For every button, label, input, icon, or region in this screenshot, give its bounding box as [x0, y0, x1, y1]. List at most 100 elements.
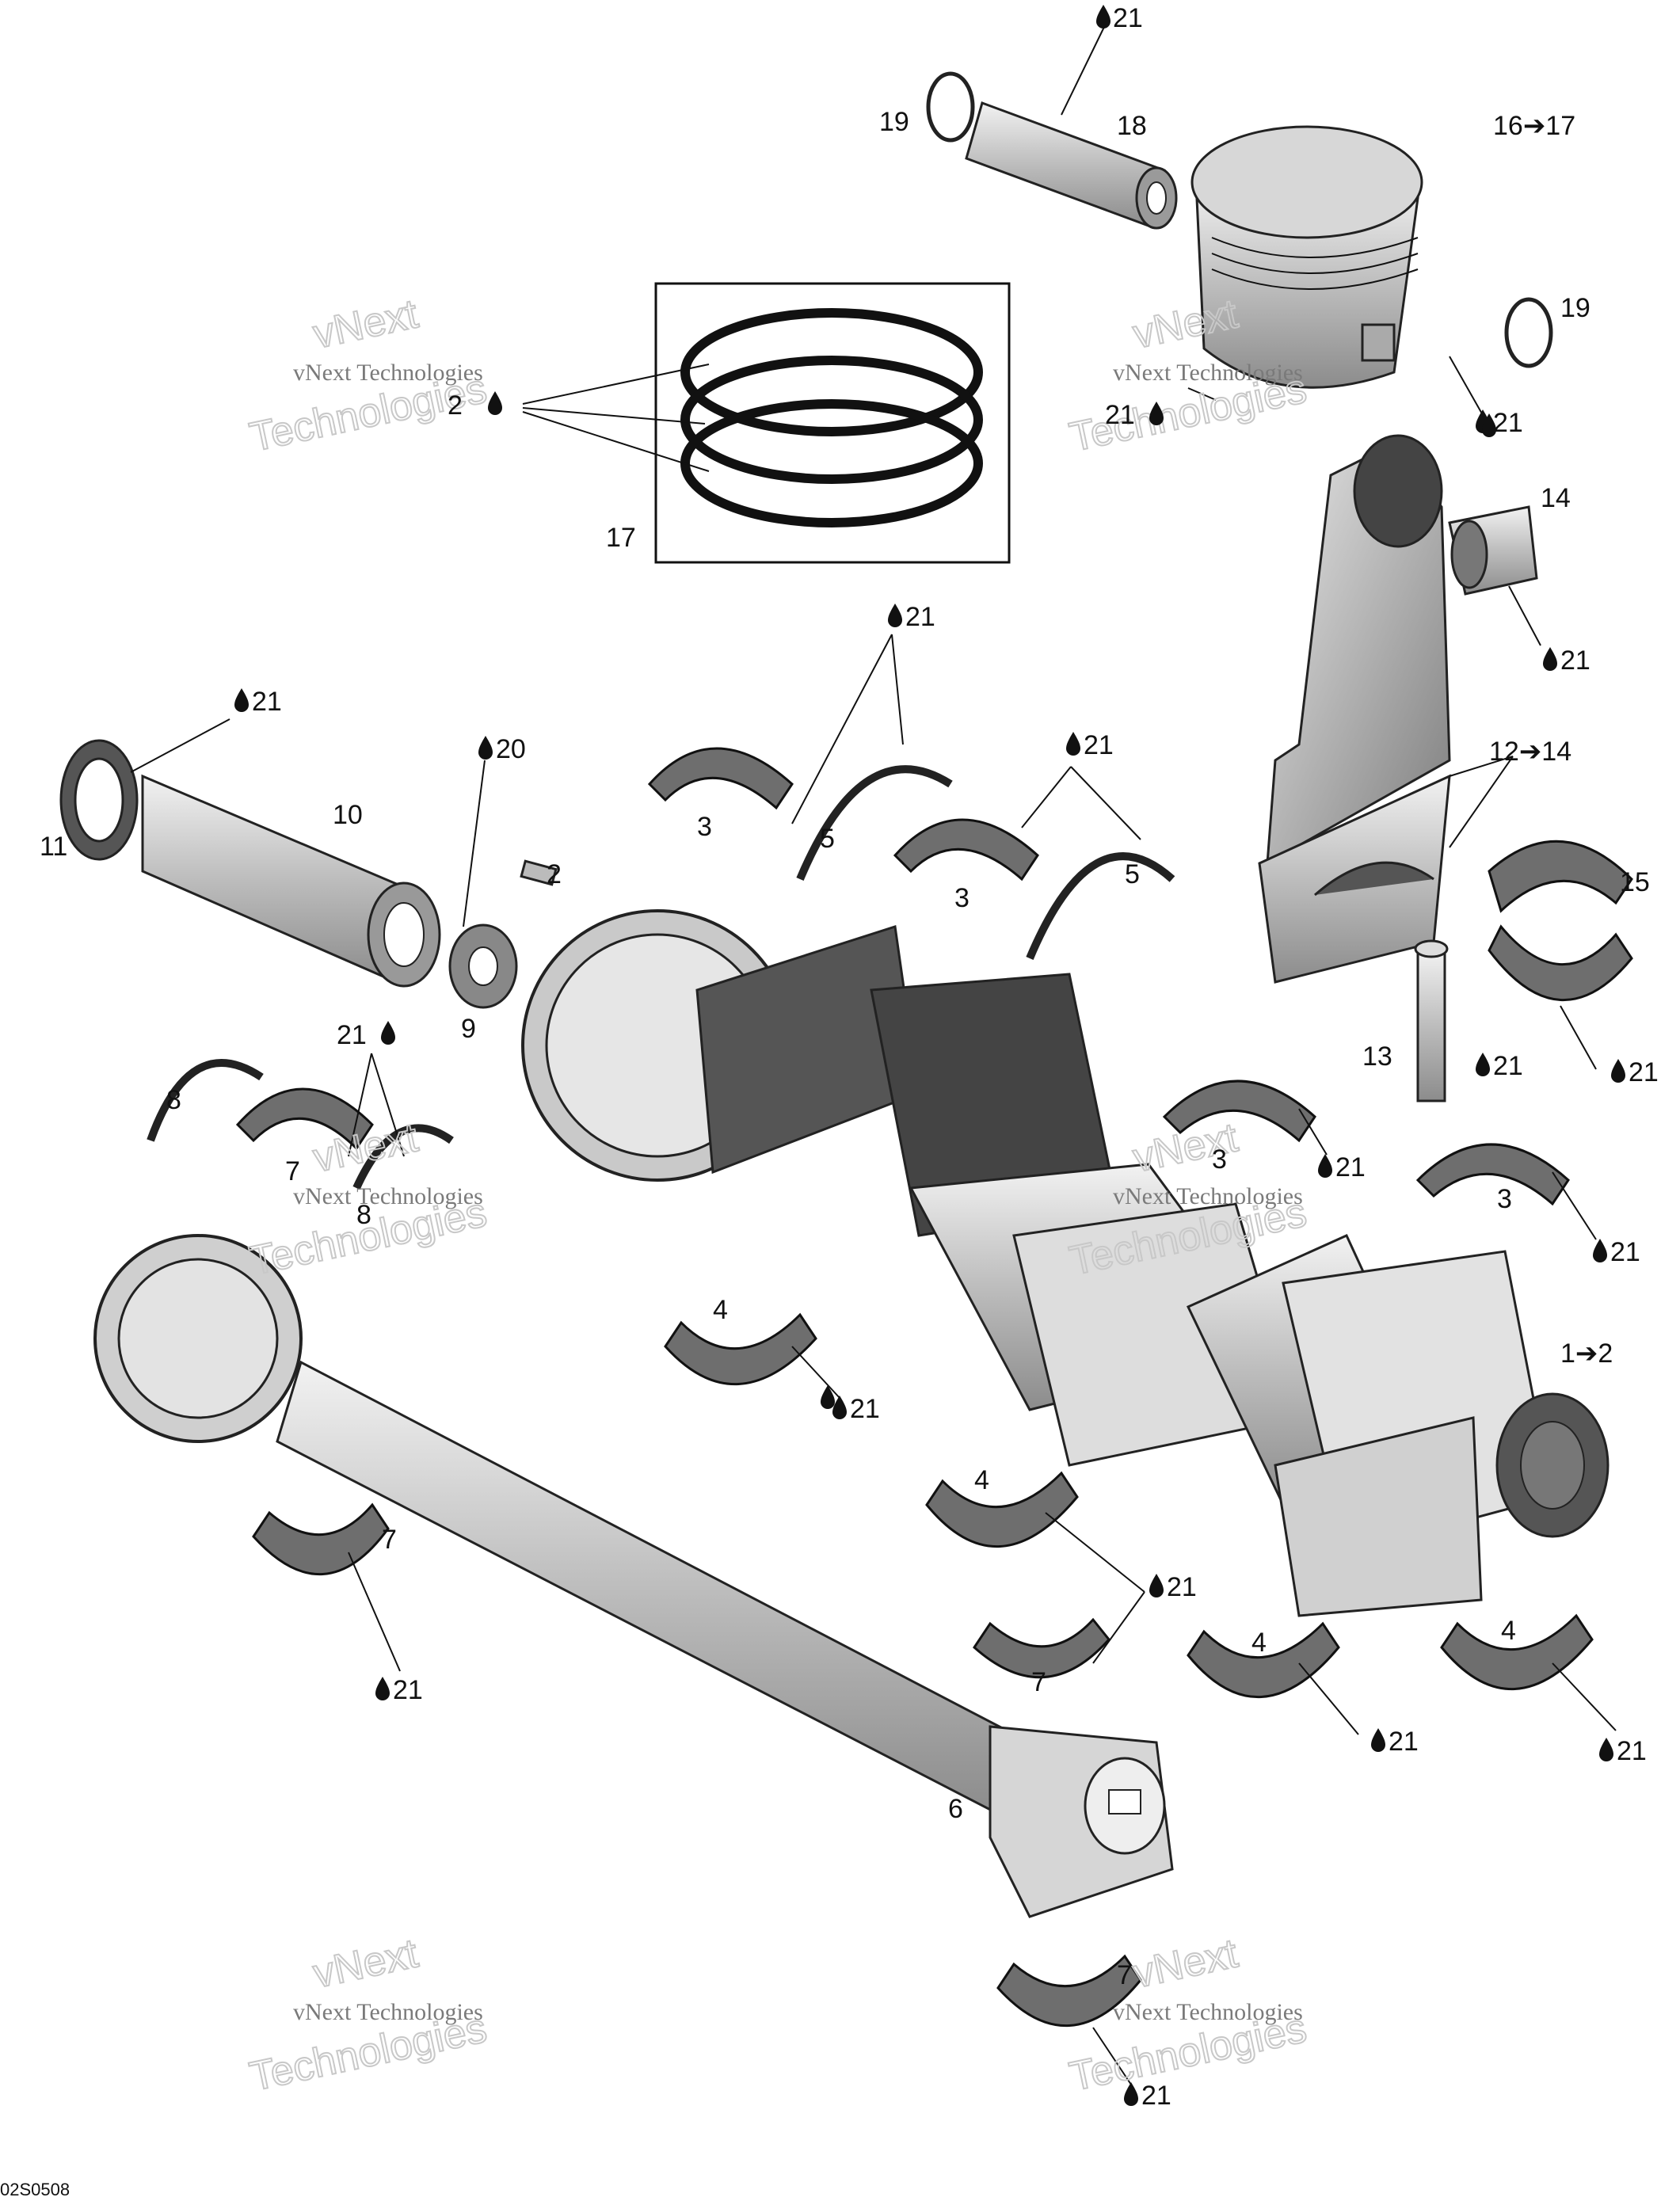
sleeve [141, 774, 441, 988]
balance-bearing-lower-b [996, 1954, 1142, 2027]
svg-text:21: 21 [1389, 1727, 1419, 1757]
svg-text:21: 21 [252, 687, 282, 717]
callout-label: 11 [40, 832, 67, 862]
callout-label: 19 [1560, 293, 1590, 323]
oil-drop-icon [821, 1385, 835, 1409]
oil-drop-icon [1149, 1574, 1164, 1597]
callout-label: 17 [606, 523, 636, 553]
oil-drop-icon [1611, 1059, 1625, 1083]
callout-label: 16➔17 [1493, 111, 1575, 141]
lubricant-callout: 21 [832, 1394, 880, 1424]
svg-text:21: 21 [1105, 400, 1135, 430]
watermark: vNext Technologies vNext Technologies [245, 1929, 491, 2100]
main-bearing-lower-b [925, 1471, 1079, 1548]
svg-text:21: 21 [1113, 3, 1143, 33]
lubricant-callout: 21 [1318, 1152, 1366, 1182]
svg-text:21: 21 [1493, 408, 1523, 438]
main-bearing-lower-c [1187, 1621, 1340, 1699]
svg-text:21: 21 [1141, 2081, 1171, 2111]
balance-bearing-lower-a [252, 1502, 390, 1575]
lubricant-callout: 2 [448, 390, 502, 421]
svg-text:vNext: vNext [309, 291, 422, 357]
thrust-washer-a [796, 765, 953, 881]
svg-text:vNext: vNext [1129, 1930, 1242, 1997]
circlip-right [1504, 297, 1553, 368]
svg-text:2: 2 [448, 390, 463, 421]
svg-text:21: 21 [1610, 1237, 1640, 1267]
callout-label: 7 [1031, 1667, 1046, 1697]
rod-bolt [1414, 939, 1449, 1102]
oil-drop-icon [375, 1677, 390, 1700]
callout-label: 15 [1620, 867, 1650, 897]
oil-drop-icon [488, 391, 502, 415]
svg-text:21: 21 [1084, 730, 1114, 760]
piston-pin [965, 101, 1178, 230]
lubricant-callout: 21 [375, 1675, 423, 1705]
main-bearing-upper-d [1415, 1143, 1570, 1206]
callout-label: 9 [461, 1014, 476, 1044]
oil-drop-icon [1543, 647, 1557, 671]
svg-text:21: 21 [1167, 1572, 1197, 1602]
lubricant-callout: 21 [1611, 1057, 1659, 1087]
lubricant-callout: 21 [1543, 645, 1590, 676]
lubricant-callout: 21 [821, 1385, 835, 1409]
svg-text:vNext Technologies: vNext Technologies [293, 360, 483, 386]
small-end-bushing [1448, 505, 1538, 596]
oil-drop-icon [381, 1021, 395, 1045]
lubricant-callout: 20 [478, 734, 526, 764]
callout-label: 8 [356, 1200, 371, 1230]
callout-label: 4 [974, 1465, 989, 1495]
piston [1190, 125, 1423, 389]
callout-label: 1➔2 [1560, 1338, 1613, 1369]
thrust-washer-b [1026, 852, 1175, 960]
lubricant-callout: 21 [1096, 3, 1143, 33]
piston-ring-set-box [522, 282, 1011, 564]
callout-label: 4 [713, 1295, 728, 1325]
main-bearing-upper-a [647, 747, 794, 810]
balance-shaft [93, 1234, 1174, 1918]
svg-text:20: 20 [496, 734, 526, 764]
callout-label: 14 [1541, 483, 1571, 513]
callout-label: 3 [954, 883, 970, 913]
svg-text:21: 21 [1335, 1152, 1366, 1182]
callout-label: 5 [820, 824, 835, 854]
svg-text:21: 21 [850, 1394, 880, 1424]
small-gear [448, 923, 518, 1009]
lubricant-callout: 21 [1105, 400, 1164, 430]
lubricant-callout: 21 [337, 1020, 395, 1050]
connecting-rod [1258, 434, 1451, 984]
callout-label: 7 [382, 1525, 397, 1555]
callout-label: 4 [1501, 1616, 1516, 1646]
balance-bearing-mid [973, 1617, 1110, 1679]
oil-drop-icon [478, 736, 493, 760]
oil-seal [59, 739, 139, 861]
watermark: vNext Technologies vNext Technologies [245, 290, 491, 461]
callout-label: 3 [1497, 1184, 1512, 1214]
svg-text:vNext Technologies: vNext Technologies [1113, 360, 1303, 386]
thrust-washer-c [147, 1059, 264, 1142]
svg-text:21: 21 [1560, 645, 1590, 676]
callout-label: 19 [879, 107, 909, 137]
callout-label: 7 [285, 1156, 300, 1186]
main-bearing-lower-a [664, 1312, 817, 1385]
lubricant-callout: 21 [888, 602, 935, 632]
dowel-pin [520, 859, 558, 886]
lubricant-callouts: 21 21 21 21 2 21 21 21 20 21 21 21 21 21… [234, 3, 1659, 2111]
callout-label: 12➔14 [1489, 737, 1571, 767]
callout-label: 2 [547, 859, 562, 889]
callout-label: 13 [1362, 1041, 1392, 1072]
lubricant-callout: 21 [1149, 1572, 1197, 1602]
oil-drop-icon [1371, 1728, 1385, 1752]
lubricant-callout: 21 [1476, 1051, 1523, 1081]
lubricant-callout: 21 [1124, 2081, 1171, 2111]
svg-text:vNext Technologies: vNext Technologies [293, 1183, 483, 1209]
svg-text:21: 21 [337, 1020, 367, 1050]
svg-text:21: 21 [1493, 1051, 1523, 1081]
callout-label: 4 [1251, 1628, 1267, 1658]
oil-drop-icon [1066, 732, 1080, 756]
svg-text:21: 21 [393, 1675, 423, 1705]
thrust-washer-d [352, 1124, 454, 1190]
lubricant-callout: 21 [1371, 1727, 1419, 1757]
svg-text:vNext: vNext [309, 1930, 422, 1997]
